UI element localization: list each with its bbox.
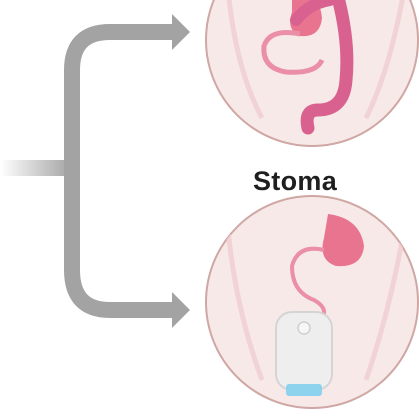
- branching-arrow-icon: [0, 14, 190, 328]
- arrow-branch-up: [72, 32, 176, 168]
- arrow-branch-down: [72, 168, 176, 310]
- stoma-pouch-anatomy-icon: [206, 196, 418, 408]
- arrow-stem: [0, 160, 72, 176]
- arrow-head-up: [172, 14, 190, 50]
- colon-anatomy-icon: [206, 0, 418, 146]
- arrow-head-down: [172, 292, 190, 328]
- stoma-label: Stoma: [253, 166, 373, 197]
